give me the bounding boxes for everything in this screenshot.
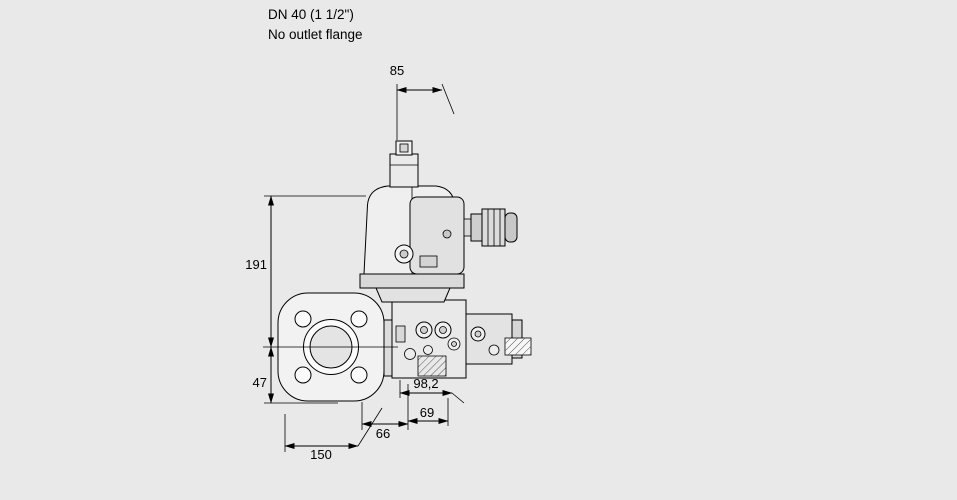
top-cap — [389, 140, 419, 188]
dim-label-98-2: 98,2 — [413, 376, 438, 391]
flange-neck — [383, 319, 393, 377]
solenoid-coil — [363, 185, 465, 275]
body-bracket — [417, 355, 447, 377]
dim-69: 69 — [407, 398, 449, 426]
dim-label-150: 150 — [310, 447, 332, 462]
cable-gland — [463, 208, 518, 247]
bolt-hole — [294, 366, 312, 384]
dim-label-66: 66 — [376, 426, 390, 441]
title-line2: No outlet flange — [268, 27, 363, 42]
drawing-title: DN 40 (1 1/2") No outlet flange — [268, 7, 363, 42]
dim-label-191: 191 — [245, 257, 267, 272]
dim-150: 150 — [284, 407, 383, 462]
dim-191: 191 — [245, 195, 366, 348]
actuator-base — [359, 273, 465, 303]
dim-label-85: 85 — [390, 63, 404, 78]
dim-85: 85 — [390, 63, 455, 140]
valve-body — [391, 299, 532, 379]
dim-label-69: 69 — [420, 405, 434, 420]
bolt-hole — [350, 366, 368, 384]
bolt-hole — [350, 310, 368, 328]
bolt-hole — [294, 310, 312, 328]
dim-47: 47 — [253, 346, 338, 404]
title-line1: DN 40 (1 1/2") — [268, 7, 354, 22]
dim-label-47: 47 — [253, 375, 267, 390]
dim-98-2: 98,2 — [399, 376, 465, 404]
